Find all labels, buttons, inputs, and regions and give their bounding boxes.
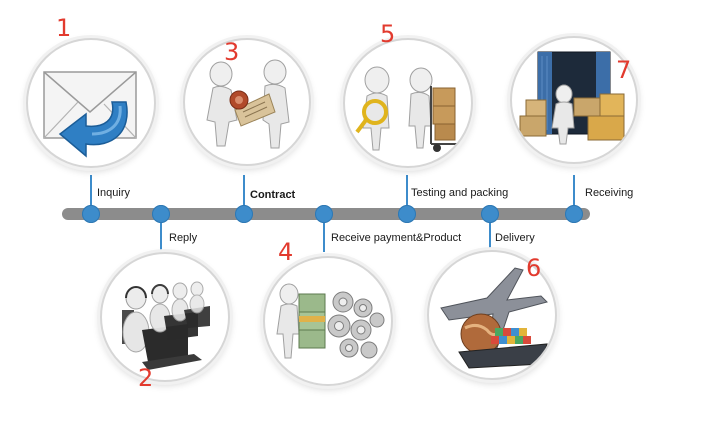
step-number-1: 1 (56, 14, 71, 42)
node-testing (398, 205, 416, 223)
node-payment (315, 205, 333, 223)
step-image-testing (343, 38, 473, 168)
node-receiving (565, 205, 583, 223)
step-label-payment: Receive payment&Product (331, 232, 461, 244)
step-number-4: 4 (278, 238, 293, 266)
node-inquiry (82, 205, 100, 223)
handshake-contract-icon (185, 40, 309, 164)
step-number-3: 3 (224, 38, 239, 66)
step-number-6: 6 (526, 254, 541, 282)
node-delivery (481, 205, 499, 223)
step-label-contract: Contract (250, 189, 295, 201)
envelope-reply-icon (28, 40, 154, 166)
step-label-delivery: Delivery (495, 232, 535, 244)
step-image-payment (263, 256, 393, 386)
inspect-and-pack-icon (345, 40, 471, 166)
stem-payment (323, 220, 325, 252)
step-number-2: 2 (138, 364, 153, 392)
stem-delivery (489, 220, 491, 252)
step-label-testing: Testing and packing (411, 187, 508, 199)
step-label-reply: Reply (169, 232, 197, 244)
node-reply (152, 205, 170, 223)
stem-inquiry (90, 175, 92, 208)
money-gears-icon (265, 258, 391, 384)
step-image-inquiry (26, 38, 156, 168)
step-number-7: 7 (616, 56, 631, 84)
step-label-receiving: Receiving (585, 187, 633, 199)
node-contract (235, 205, 253, 223)
stem-testing (406, 175, 408, 208)
step-image-reply (100, 252, 230, 382)
call-center-icon (102, 254, 228, 380)
stem-reply (160, 220, 162, 252)
step-image-contract (183, 38, 311, 166)
step-label-inquiry: Inquiry (97, 187, 130, 199)
step-number-5: 5 (380, 20, 395, 48)
stem-contract (243, 175, 245, 208)
stem-receiving (573, 175, 575, 208)
